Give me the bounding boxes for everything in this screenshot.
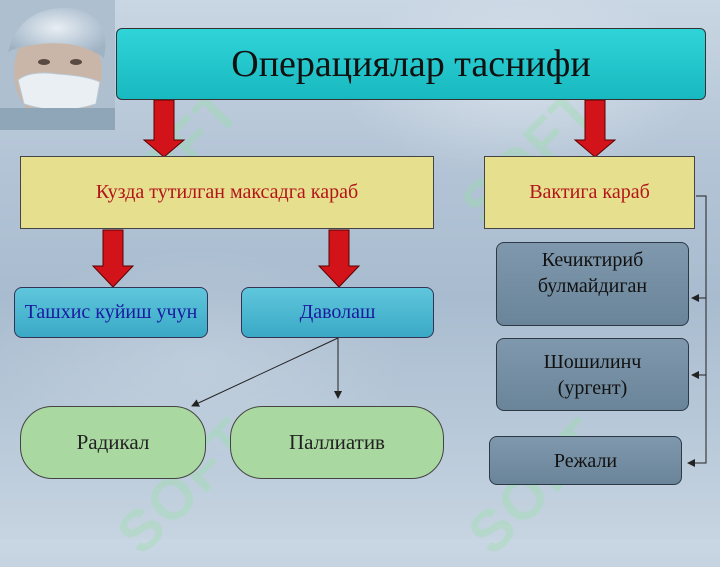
timing-label: Вактига караб bbox=[529, 181, 650, 203]
palliative-box: Паллиатив bbox=[230, 406, 444, 479]
urgent-label: Шошилинч (ургент) bbox=[543, 350, 642, 399]
radical-box: Радикал bbox=[20, 406, 206, 479]
radical-label: Радикал bbox=[76, 430, 150, 454]
arrows-layer bbox=[91, 99, 617, 288]
down-arrow-icon bbox=[91, 229, 135, 288]
down-arrow-icon bbox=[142, 99, 186, 158]
treatment-label: Даволаш bbox=[299, 301, 376, 323]
timing-box: Вактига караб bbox=[484, 156, 695, 229]
diagram-title: Операциялар таснифи bbox=[231, 43, 591, 85]
urgent-box: Шошилинч (ургент) bbox=[496, 338, 689, 411]
connectors bbox=[191, 195, 707, 467]
planned-box: Режали bbox=[489, 436, 682, 485]
non-deferrable-box: Кечиктириб булмайдиган bbox=[496, 242, 689, 326]
title-box: Операциялар таснифи bbox=[116, 28, 706, 100]
purpose-box: Кузда тутилган максадга караб bbox=[20, 156, 434, 229]
surgeon-photo bbox=[0, 0, 115, 130]
planned-label: Режали bbox=[553, 449, 618, 472]
diagnostic-label: Ташхис куйиш учун bbox=[24, 301, 198, 323]
treatment-box: Даволаш bbox=[241, 287, 434, 338]
palliative-label: Паллиатив bbox=[289, 430, 385, 454]
purpose-label: Кузда тутилган максадга караб bbox=[95, 181, 359, 203]
down-arrow-icon bbox=[317, 229, 361, 288]
non-deferrable-label: Кечиктириб булмайдиган bbox=[537, 249, 648, 297]
down-arrow-icon bbox=[573, 99, 617, 158]
diagnostic-box: Ташхис куйиш учун bbox=[14, 287, 208, 338]
